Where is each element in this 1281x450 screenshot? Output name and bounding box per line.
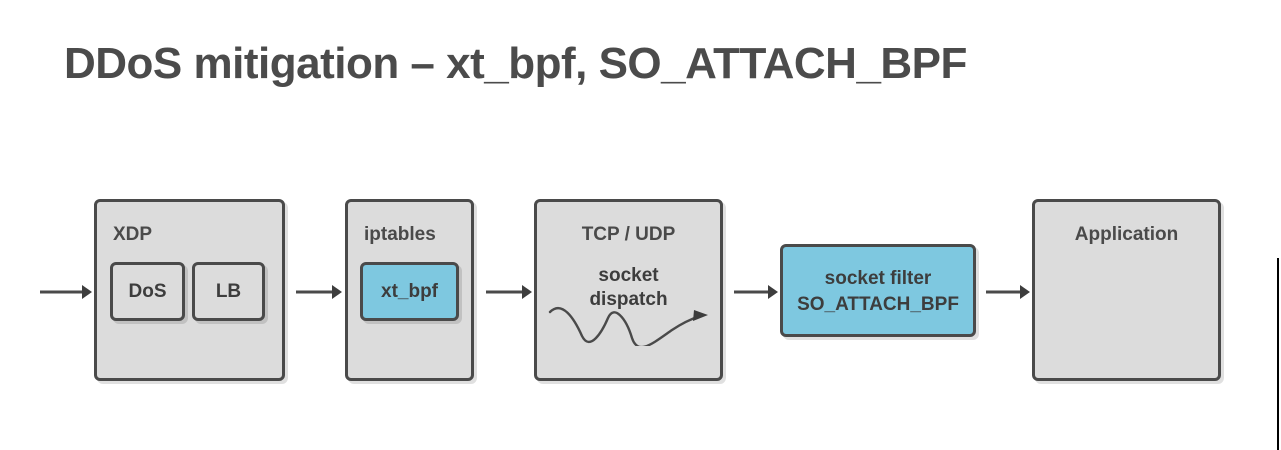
stage-iptables-label: iptables bbox=[364, 224, 436, 245]
arrow-xdp-to-iptables bbox=[296, 285, 342, 299]
stage-application-label: Application bbox=[1074, 224, 1179, 245]
arrow-socket-filter-to-application bbox=[986, 285, 1030, 299]
stage-tcp-udp-label: TCP / UDP bbox=[581, 224, 676, 245]
stage-xdp-child-lb-label: LB bbox=[215, 280, 242, 302]
stage-socket-filter-label-line1: socket filter bbox=[824, 268, 932, 289]
stage-xdp-child-lb[interactable]: LB bbox=[192, 262, 265, 321]
stage-xdp-child-dos-label: DoS bbox=[128, 280, 167, 302]
stage-socket-filter[interactable]: socket filter SO_ATTACH_BPF bbox=[780, 244, 976, 337]
arrow-iptables-to-tcpudp bbox=[486, 285, 532, 299]
stage-tcp-udp-sublabel-line1: socket bbox=[598, 265, 659, 286]
stage-tcp-udp-sublabel-line2: dispatch bbox=[589, 289, 668, 310]
stage-iptables-child-xt-bpf-label: xt_bpf bbox=[381, 280, 438, 302]
arrow-tcpudp-to-socket-filter bbox=[734, 285, 778, 299]
stage-xdp-label: XDP bbox=[113, 224, 153, 245]
slide-edge-rule bbox=[1277, 258, 1279, 450]
page-title: DDoS mitigation – xt_bpf, SO_ATTACH_BPF bbox=[64, 39, 967, 88]
stage-iptables-child-xt-bpf[interactable]: xt_bpf bbox=[360, 262, 459, 321]
arrow-ingress-to-xdp bbox=[40, 285, 92, 299]
stage-application[interactable]: Application bbox=[1032, 199, 1221, 381]
stage-xdp-child-dos[interactable]: DoS bbox=[110, 262, 185, 321]
stage-socket-filter-label-line2: SO_ATTACH_BPF bbox=[797, 294, 959, 315]
stage-tcp-udp[interactable]: TCP / UDP socket dispatch bbox=[534, 199, 723, 381]
socket-dispatch-wave-icon bbox=[548, 306, 708, 346]
